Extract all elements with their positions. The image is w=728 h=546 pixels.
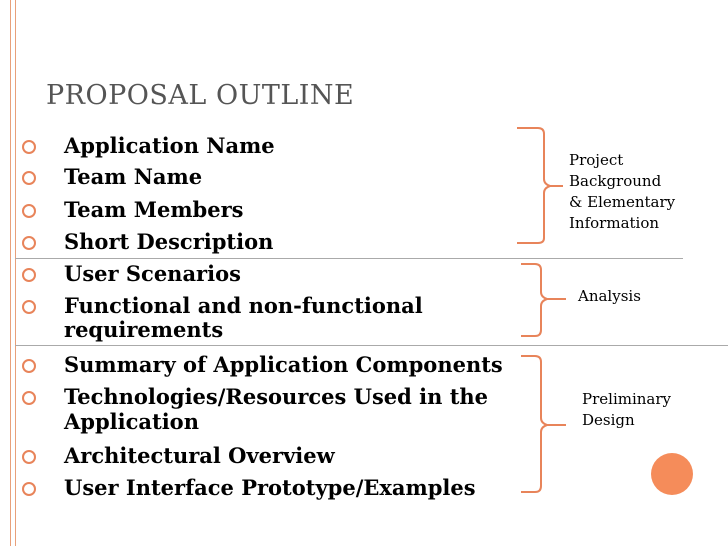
bullet-text: Application Name bbox=[64, 133, 275, 158]
decorative-circle bbox=[651, 453, 693, 495]
bullet-text: Team Name bbox=[64, 164, 203, 189]
separator-line-2 bbox=[15, 345, 728, 346]
annotation-project-background: Project Background & Elementary Informat… bbox=[569, 150, 675, 234]
annotation-line: Preliminary bbox=[582, 390, 672, 408]
bullet-ring-icon bbox=[22, 359, 36, 373]
bullet-text: Team Members bbox=[64, 197, 244, 222]
bullet-text-line2: requirements bbox=[64, 317, 224, 342]
annotation-preliminary-design: Preliminary Design bbox=[582, 389, 671, 431]
bullet-text: User Scenarios bbox=[64, 261, 241, 286]
bullet-ring-icon bbox=[22, 140, 36, 154]
annotation-analysis: Analysis bbox=[578, 286, 641, 307]
bracket-project-background bbox=[517, 127, 563, 244]
bullet-ring-icon bbox=[22, 236, 36, 250]
bullet-ring-icon bbox=[22, 391, 36, 405]
bullet-text: Technologies/Resources Used in the bbox=[64, 384, 489, 409]
bullet-ring-icon bbox=[22, 268, 36, 282]
bullet-ring-icon bbox=[22, 450, 36, 464]
left-border-line-2 bbox=[15, 0, 16, 546]
bullet-text: User Interface Prototype/Examples bbox=[64, 475, 476, 500]
bullet-text: Summary of Application Components bbox=[64, 352, 503, 377]
bullet-ring-icon bbox=[22, 300, 36, 314]
annotation-line: & Elementary bbox=[569, 193, 676, 211]
bullet-ring-icon bbox=[22, 482, 36, 496]
annotation-line: Project bbox=[569, 151, 624, 169]
bullet-ring-icon bbox=[22, 171, 36, 185]
bullet-text: Short Description bbox=[64, 229, 274, 254]
annotation-line: Background bbox=[569, 172, 662, 190]
bullet-ring-icon bbox=[22, 204, 36, 218]
bracket-analysis bbox=[521, 263, 566, 337]
annotation-line: Information bbox=[569, 214, 660, 232]
bullet-text: Functional and non-functional bbox=[64, 293, 423, 318]
annotation-line: Design bbox=[582, 411, 635, 429]
left-border-line-1 bbox=[10, 0, 11, 546]
annotation-line: Analysis bbox=[578, 287, 641, 305]
bullet-text: Architectural Overview bbox=[64, 443, 335, 468]
separator-line-1 bbox=[15, 258, 683, 259]
slide-title: PROPOSAL OUTLINE bbox=[46, 80, 355, 111]
bullet-text-line2: Application bbox=[64, 409, 199, 434]
bracket-preliminary-design bbox=[521, 355, 566, 493]
